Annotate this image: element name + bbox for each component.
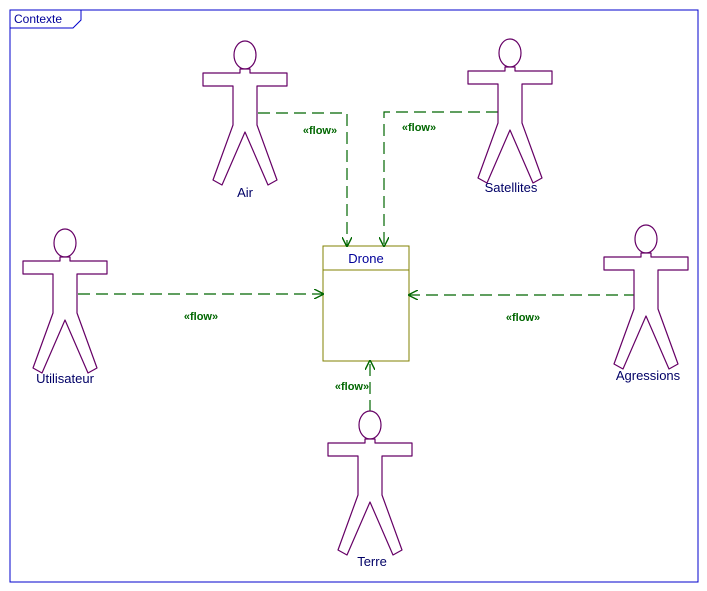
- frame-title: Contexte: [14, 12, 62, 26]
- flow-label: «flow»: [335, 381, 369, 393]
- actor-stick-figure-icon: [22, 228, 108, 374]
- flow-label: «flow»: [303, 125, 337, 137]
- flow-label: «flow»: [184, 311, 218, 323]
- actor-stick-figure-icon: [467, 38, 553, 184]
- frame-title-tab: [10, 9, 82, 29]
- frame-border: [9, 9, 699, 583]
- actor-label: Terre: [357, 554, 387, 569]
- actor-air[interactable]: Air: [202, 40, 288, 200]
- actor-label: Utilisateur: [36, 371, 94, 386]
- actor-satellites[interactable]: Satellites: [467, 38, 553, 195]
- flow-label: «flow»: [402, 122, 436, 134]
- actor-label: Satellites: [485, 180, 538, 195]
- flows: «flow» «flow» «flow» «flow» «flow»: [78, 111, 636, 412]
- flow-utilisateur-to-drone[interactable]: «flow»: [78, 294, 323, 323]
- actor-terre[interactable]: Terre: [327, 410, 413, 569]
- flow-line: [258, 112, 347, 246]
- actor-label: Agressions: [616, 368, 681, 383]
- actor-stick-figure-icon: [202, 40, 288, 186]
- drone-block-title: Drone: [348, 251, 383, 266]
- flow-satellites-to-drone[interactable]: «flow»: [384, 111, 498, 246]
- actor-stick-figure-icon: [327, 410, 413, 556]
- flow-agressions-to-drone[interactable]: «flow»: [409, 295, 636, 324]
- actor-label: Air: [237, 185, 254, 200]
- drone-block[interactable]: Drone: [322, 245, 410, 362]
- flow-terre-to-drone[interactable]: «flow»: [335, 361, 370, 412]
- flow-air-to-drone[interactable]: «flow»: [258, 112, 347, 246]
- actor-agressions[interactable]: Agressions: [603, 224, 689, 383]
- actor-utilisateur[interactable]: Utilisateur: [22, 228, 108, 386]
- flow-label: «flow»: [506, 312, 540, 324]
- actor-stick-figure-icon: [603, 224, 689, 370]
- flow-line: [384, 111, 498, 246]
- drone-block-box: [322, 245, 410, 362]
